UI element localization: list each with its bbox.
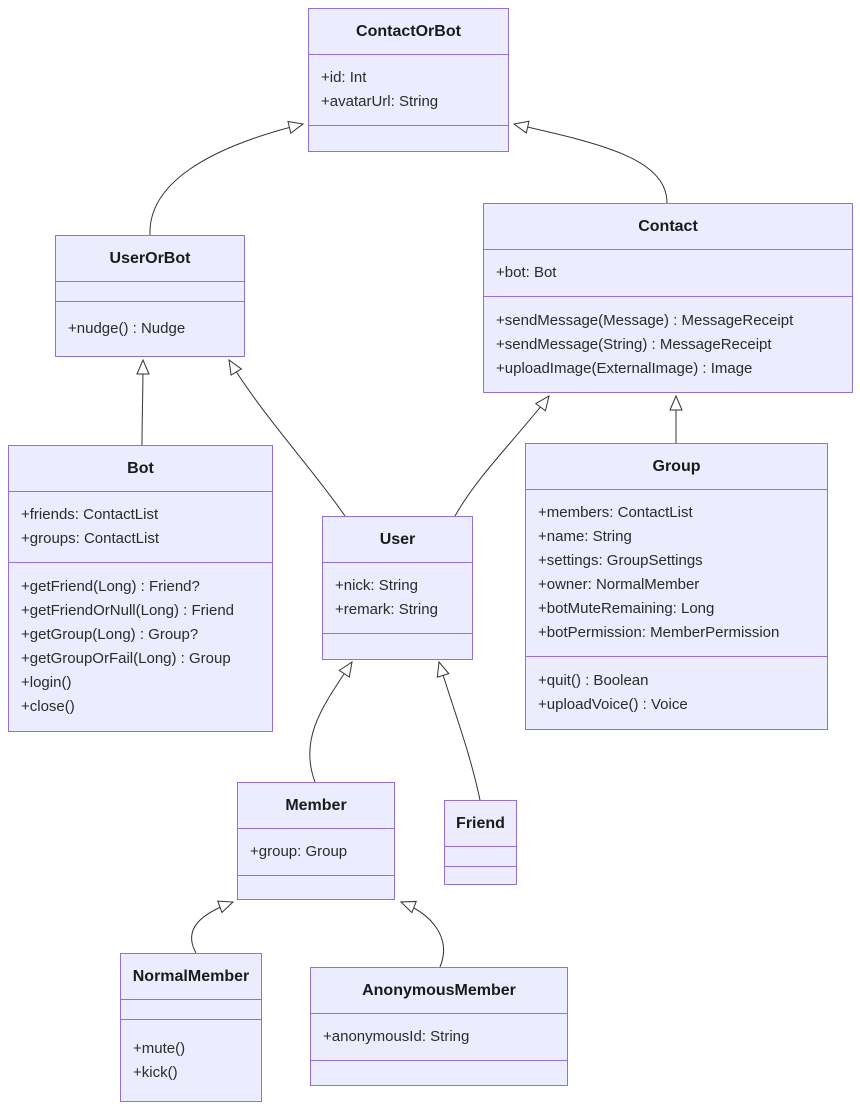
class-methods: +quit() : Boolean +uploadVoice() : Voice <box>526 656 827 729</box>
class-attributes: +members: ContactList +name: String +setti… <box>526 489 827 656</box>
class-attributes: +nick: String +remark: String <box>323 562 472 633</box>
edge-user-extends-contact <box>454 396 549 517</box>
class-member-row: +login() <box>21 674 72 691</box>
edge-bot-extends-userorbot <box>142 360 143 446</box>
class-member-row: +uploadImage(ExternalImage) : Image <box>496 359 753 377</box>
class-attributes: +id: Int +avatarUrl: String <box>309 54 508 125</box>
class-methods: +getFriend(Long) : Friend? +getFriendOrNu… <box>9 562 272 731</box>
class-title: Member <box>285 796 347 814</box>
class-member-row: +members: ContactList <box>538 504 693 521</box>
class-member-row: +mute() <box>133 1039 186 1057</box>
class-title: ContactOrBot <box>356 22 461 40</box>
class-attributes <box>56 281 244 301</box>
class-userorbot: UserOrBot +nudge() : Nudge <box>55 235 245 357</box>
edge-anonymousmember-extends-member <box>401 902 445 968</box>
class-methods <box>323 633 472 659</box>
class-member-row: +bot: Bot <box>496 264 557 281</box>
edge-friend-extends-user <box>439 662 481 801</box>
class-member-row: +sendMessage(Message) : MessageReceipt <box>496 311 794 329</box>
class-title: Group <box>652 457 701 475</box>
class-member-row: +owner: NormalMember <box>538 576 700 593</box>
class-member-row: +quit() : Boolean <box>538 672 649 689</box>
edge-contact-extends-contactorbot <box>514 124 668 204</box>
edge-userorbot-extends-contactorbot <box>149 124 303 236</box>
class-contact: Contact +bot: Bot +sendMessage(Message) … <box>483 203 853 393</box>
class-bot: Bot +friends: ContactList +groups: Contac… <box>8 445 273 732</box>
class-attributes: +friends: ContactList +groups: ContactLis… <box>9 491 272 562</box>
class-member-row: +botPermission: MemberPermission <box>538 624 780 641</box>
class-normalmember: NormalMember +mute() +kick() <box>120 953 262 1102</box>
class-title: NormalMember <box>132 967 250 985</box>
class-anonymousmember: AnonymousMember +anonymousId: String <box>310 967 568 1086</box>
class-title: User <box>379 530 416 548</box>
class-attributes <box>445 846 516 866</box>
class-member-row: +nick: String <box>335 577 418 594</box>
class-member-row: +nudge() : Nudge <box>68 320 186 337</box>
class-attributes: +anonymousId: String <box>311 1013 567 1060</box>
edge-user-extends-userorbot <box>229 360 346 517</box>
edge-member-extends-user <box>309 662 352 783</box>
class-user: User +nick: String +remark: String <box>322 516 473 660</box>
class-member-row: +name: String <box>538 528 632 545</box>
class-title: Friend <box>456 814 505 832</box>
class-methods: +nudge() : Nudge <box>56 301 244 356</box>
class-methods <box>238 875 394 899</box>
class-member-row: +friends: ContactList <box>21 506 159 523</box>
class-methods <box>309 125 508 151</box>
class-attributes <box>121 999 261 1019</box>
class-member-row: +uploadVoice() : Voice <box>538 696 688 713</box>
class-methods <box>311 1060 567 1085</box>
class-group: Group +members: ContactList +name: String… <box>525 443 828 730</box>
class-attributes: +group: Group <box>238 828 394 875</box>
class-attributes: +bot: Bot <box>484 249 852 296</box>
class-member-row: +group: Group <box>250 843 348 860</box>
class-member-row: +getGroup(Long) : Group? <box>21 626 199 643</box>
class-member-row: +settings: GroupSettings <box>538 552 703 569</box>
class-member-row: +getGroupOrFail(Long) : Group <box>21 650 231 667</box>
class-member-row: +getFriend(Long) : Friend? <box>21 578 200 595</box>
class-methods: +sendMessage(Message) : MessageReceipt +s… <box>484 296 852 392</box>
class-title: UserOrBot <box>109 249 191 267</box>
class-member: Member +group: Group <box>237 782 395 900</box>
class-methods <box>445 866 516 886</box>
class-title: Contact <box>638 217 698 235</box>
class-member-row: +botMuteRemaining: Long <box>538 600 715 617</box>
class-title: AnonymousMember <box>362 981 516 999</box>
edge-normalmember-extends-member <box>191 902 233 954</box>
class-member-row: +remark: String <box>335 601 438 618</box>
class-member-row: +anonymousId: String <box>323 1028 470 1045</box>
class-member-row: +getFriendOrNull(Long) : Friend <box>21 602 235 619</box>
class-member-row: +kick() <box>133 1063 178 1081</box>
class-member-row: +close() <box>21 698 75 715</box>
class-methods: +mute() +kick() <box>121 1019 261 1101</box>
class-member-row: +id: Int <box>321 69 367 86</box>
class-member-row: +avatarUrl: String <box>321 93 439 110</box>
class-title: Bot <box>127 459 154 477</box>
class-contactorbot: ContactOrBot +id: Int +avatarUrl: String <box>308 8 509 152</box>
class-friend: Friend <box>444 800 517 885</box>
class-member-row: +groups: ContactList <box>21 530 159 547</box>
class-member-row: +sendMessage(String) : MessageReceipt <box>496 335 772 353</box>
